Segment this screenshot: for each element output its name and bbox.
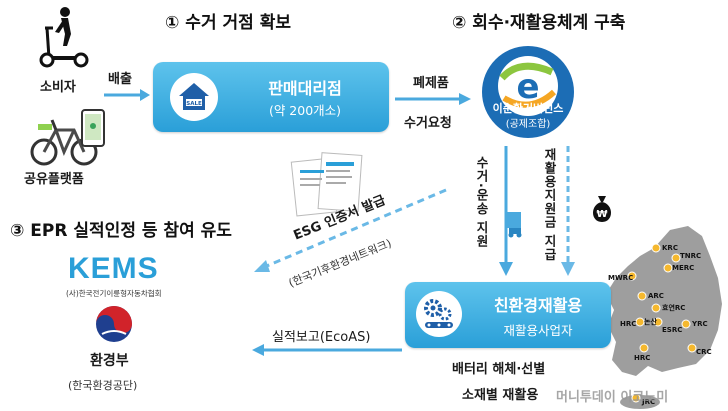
collect-support-label: 수거·운송 지원 [474,156,489,249]
recycler-box: 친환경재활용 재활용사업자 [405,282,611,348]
discharge-arrow [104,89,150,101]
recycler-title: 친환경재활용 [493,296,583,315]
map-label: MWRC [608,274,633,282]
watermark-text: 머니투데이 이코노미 [556,390,669,405]
map-label: ARC [648,292,664,300]
subsidy-arrow [561,146,575,276]
map-label: YRC [691,320,708,328]
heading-step2: ② 회수·재활용체계 구축 [452,13,626,33]
map-label: 효연RC [662,303,685,312]
kems-logo: KEMS [68,252,159,285]
ministry-label: 환경부 [90,353,129,369]
heading-step1: ① 수거 거점 확보 [165,13,291,33]
truck-icon [507,212,522,238]
report-arrow [252,344,402,356]
map-label: CRC [696,348,712,356]
scooter-icon [39,7,89,68]
subsidy-label: 재활용지원금 지급 [542,148,557,262]
union-name: 이순환거버넌스 [492,102,564,115]
esg-arrow [254,188,447,272]
union-logo-letter: e [516,67,539,107]
gear-conveyor-icon [416,291,462,337]
esg-certificate-icon [290,152,363,217]
pickup-label: 수거요청 [404,116,452,131]
map-label: JRC [641,398,655,406]
svg-text:₩: ₩ [596,209,607,220]
ministry-sub: (한국환경공단) [68,379,138,392]
dealer-sub: (약 200개소) [268,103,342,118]
money-bag-icon: ₩ [593,196,611,222]
map-dots [627,243,697,403]
heading-step3: ③ EPR 실적인정 등 참여 유도 [10,221,232,241]
map-label: HRC [620,320,636,328]
map-label: 논산 [644,317,657,326]
map-label: ESRC [662,326,682,334]
union-logo-icon: e [482,46,574,138]
recycler-desc2: 소재별 재활용 [462,388,539,403]
waste-label: 폐제품 [413,76,449,91]
map-label: MERC [672,264,694,272]
kems-org: (사)한국전기이륜형자동차협회 [66,289,162,298]
platform-label: 공유플랫폼 [24,172,84,187]
store-icon: SALE [170,73,218,121]
dealer-box: SALE 판매대리점 (약 200개소) [153,62,389,132]
map-label: HRC [634,354,650,362]
map-label: TNRC [680,252,701,260]
discharge-label: 배출 [108,72,132,87]
union-sub: (공제조합) [505,119,551,130]
recycler-sub: 재활용사업자 [503,323,573,338]
sale-sign-text: SALE [186,101,202,107]
shared-bike-icon [30,109,105,166]
waste-arrow [395,93,471,105]
report-label: 실적보고(EcoAS) [272,330,371,345]
map-label: KRC [662,244,678,252]
korea-map: KRC MWRC TNRC MERC ARC 효연RC HRC 논산 ESRC … [606,226,722,409]
ministry-logo-icon [96,306,132,342]
consumer-label: 소비자 [40,80,76,95]
dealer-title: 판매대리점 [268,79,342,98]
recycler-desc1: 배터리 해체·선별 [452,362,546,377]
collect-support-arrow [499,146,513,276]
